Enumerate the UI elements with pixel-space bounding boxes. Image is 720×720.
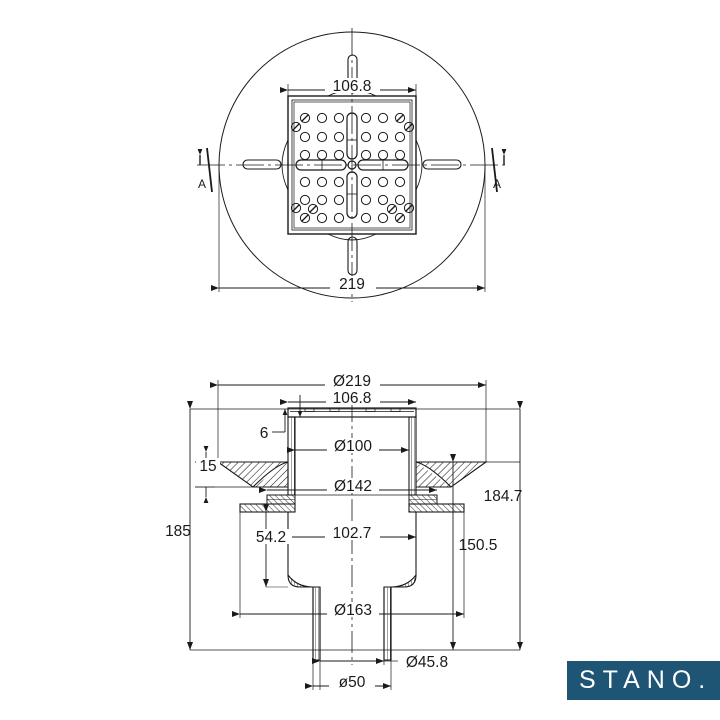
label-body-102-7: 102.7: [333, 525, 372, 542]
label-bore-100: Ø100: [334, 438, 372, 455]
label-outlet-50: ø50: [339, 674, 366, 691]
section-flange-wing-right: [415, 461, 488, 488]
label-total-height-185: 185: [165, 523, 191, 540]
ear-right: [415, 139, 423, 191]
label-section-219: Ø219: [333, 373, 371, 390]
brand-logo-text: STANO.: [579, 666, 713, 694]
dim-grate-thickness-6: [272, 395, 303, 433]
section-reference-lines: [190, 408, 520, 651]
label-section-106-8: 106.8: [333, 390, 372, 407]
top-view-group: [197, 28, 507, 302]
label-height-150-5: 150.5: [459, 537, 498, 554]
label-outlet-45-8: Ø45.8: [406, 654, 448, 671]
section-flange-wing-left: [216, 461, 289, 488]
section-outlet-pipe: [312, 587, 392, 660]
label-wing-height-15: 15: [199, 458, 216, 475]
label-top-219: 219: [339, 276, 365, 293]
dim-body-height-54-2: [263, 504, 288, 588]
label-section-marker-left: A: [198, 177, 206, 191]
grate-hole-grid: [299, 112, 406, 224]
section-marker-right: [491, 147, 507, 193]
label-section-marker-right: A: [493, 177, 501, 191]
brand-logo: STANO.: [567, 661, 720, 700]
label-top-106-8: 106.8: [333, 78, 372, 95]
label-collar-142: Ø142: [334, 478, 372, 495]
label-body-height-54-2: 54.2: [256, 529, 286, 546]
label-height-184-7: 184.7: [484, 488, 523, 505]
label-base-163: Ø163: [334, 602, 372, 619]
section-marker-left: [197, 147, 213, 193]
grate-screw-holes: [290, 112, 415, 224]
label-grate-thickness-6: 6: [260, 425, 269, 442]
